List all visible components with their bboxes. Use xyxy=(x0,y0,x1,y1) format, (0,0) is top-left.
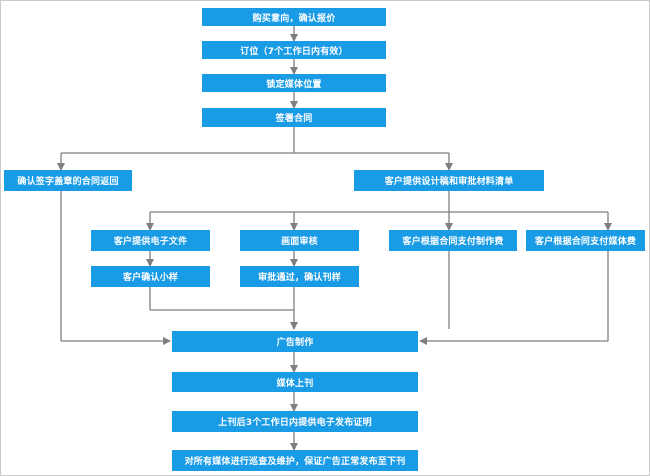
step-ad-production-label: 广告制作 xyxy=(276,338,314,348)
step-confirm-sample: 客户确认小样 xyxy=(91,266,210,287)
step-inspection-label: 对所有媒体进行巡查及维护，保证广告正常发布至下刊 xyxy=(184,457,406,467)
step-purchase-intent: 购买意向，确认报价 xyxy=(202,8,386,26)
step-lock-media-label: 锁定媒体位置 xyxy=(266,79,322,90)
step-sign-contract-label: 签署合同 xyxy=(275,114,313,124)
step-pay-media-label: 客户根据合同支付媒体费 xyxy=(534,237,637,247)
step-lock-media: 锁定媒体位置 xyxy=(202,74,386,92)
step-pay-production-label: 客户根据合同支付制作费 xyxy=(402,237,504,247)
step-provide-design-label: 客户提供设计稿和审批材料清单 xyxy=(384,177,514,187)
step-sign-contract: 签署合同 xyxy=(202,108,386,127)
step-provide-file-label: 客户提供电子文件 xyxy=(113,237,188,247)
step-return-contract-label: 确认签字盖章的合同返回 xyxy=(17,177,119,187)
step-proof-label: 上刊后3个工作日内提供电子发布证明 xyxy=(218,418,372,428)
step-return-contract: 确认签字盖章的合同返回 xyxy=(4,170,132,191)
step-media-publish-label: 媒体上刊 xyxy=(276,378,314,389)
step-provide-design: 客户提供设计稿和审批材料清单 xyxy=(354,170,544,191)
step-purchase-intent-label: 购买意向，确认报价 xyxy=(252,13,336,24)
step-confirm-sample-label: 客户确认小样 xyxy=(122,273,179,283)
step-review-label: 画面审核 xyxy=(281,237,318,247)
step-reserve: 订位（7个工作日内有效） xyxy=(202,41,386,59)
step-inspection: 对所有媒体进行巡查及维护，保证广告正常发布至下刊 xyxy=(172,450,418,471)
step-proof: 上刊后3个工作日内提供电子发布证明 xyxy=(172,411,418,432)
step-pay-production: 客户根据合同支付制作费 xyxy=(389,230,517,251)
step-review: 画面审核 xyxy=(240,230,359,251)
step-approved: 审批通过，确认刊样 xyxy=(240,266,359,287)
step-ad-production: 广告制作 xyxy=(172,331,418,352)
step-reserve-label: 订位（7个工作日内有效） xyxy=(240,46,348,57)
step-pay-media: 客户根据合同支付媒体费 xyxy=(526,230,645,251)
step-approved-label: 审批通过，确认刊样 xyxy=(258,273,341,283)
step-media-publish: 媒体上刊 xyxy=(172,372,418,392)
step-provide-file: 客户提供电子文件 xyxy=(91,230,210,251)
